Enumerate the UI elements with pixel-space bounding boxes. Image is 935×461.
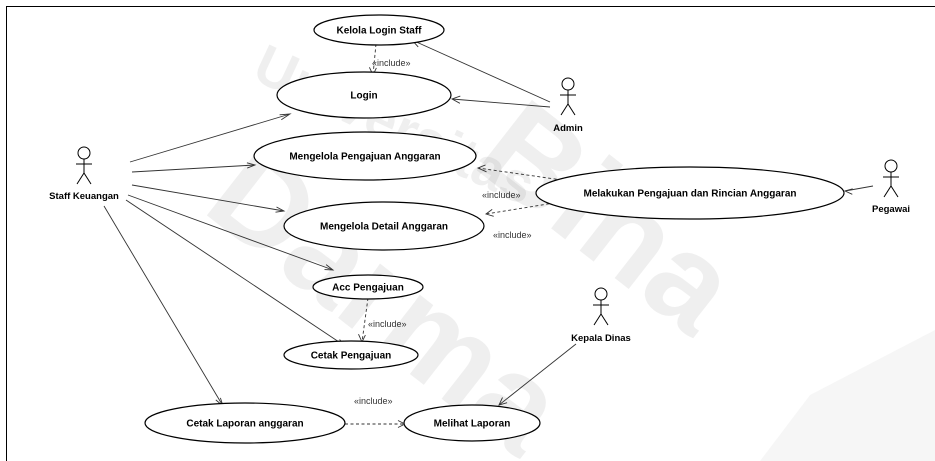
arrowhead-melihat-laporan (498, 397, 508, 406)
use-case-ellipse (313, 14, 445, 46)
assoc-kepala-melihat-laporan (498, 343, 577, 406)
actor-label: Pegawai (872, 204, 910, 215)
assoc-pegawai-pengajuan (844, 185, 874, 192)
use-case-ellipse (312, 274, 424, 300)
assoc-staff-cetak-pengajuan (125, 199, 346, 347)
actor-label: Staff Keuangan (49, 191, 119, 202)
assoc-staff-login (129, 113, 291, 163)
use-case-cetak-laporan-anggaran[interactable]: Cetak Laporan anggaran (144, 402, 346, 444)
actor-pegawai[interactable]: Pegawai (872, 159, 910, 215)
assoc-staff-mengelola-pengajuan (131, 164, 256, 173)
include-arrow-pengajuan (476, 164, 487, 173)
use-case-kelola-login-staff[interactable]: Kelola Login Staff (313, 14, 445, 46)
include-label-login: «include» (372, 58, 411, 68)
use-case-label: Cetak Laporan anggaran (186, 419, 303, 430)
actor-staff-keuangan[interactable]: Staff Keuangan (49, 146, 119, 202)
diagram-frame (6, 6, 935, 461)
arrowhead-mengelola-pengajuan (246, 162, 257, 169)
arrowhead-pegawai (843, 188, 853, 195)
include-label-detail: «include» (493, 230, 532, 240)
use-case-melakukan-pengajuan[interactable]: Melakukan Pengajuan dan Rincian Anggaran (535, 166, 845, 220)
arrowhead-mengelola-detail (275, 206, 286, 213)
stick-figure-icon (593, 287, 609, 326)
include-label-cetak: «include» (368, 319, 407, 329)
include-label-pengajuan: «include» (482, 190, 521, 200)
use-case-ellipse (144, 402, 346, 444)
use-case-ellipse (276, 71, 452, 119)
watermark-corner-shape (760, 330, 935, 461)
use-case-label: Mengelola Pengajuan Anggaran (289, 152, 440, 163)
use-case-label: Kelola Login Staff (337, 26, 423, 37)
arrowhead-admin-login (450, 95, 461, 104)
use-case-ellipse (283, 340, 419, 370)
use-case-cetak-pengajuan[interactable]: Cetak Pengajuan (283, 340, 419, 370)
assoc-staff-cetak-laporan (103, 205, 224, 407)
actor-label: Kepala Dinas (571, 333, 631, 344)
use-case-melihat-laporan[interactable]: Melihat Laporan (403, 404, 541, 442)
include-arrow-detail (485, 209, 494, 217)
use-case-ellipse (253, 131, 477, 181)
assoc-staff-mengelola-detail (131, 184, 285, 212)
use-case-label: Melakukan Pengajuan dan Rincian Anggaran (583, 189, 796, 200)
use-case-mengelola-pengajuan-anggaran[interactable]: Mengelola Pengajuan Anggaran (253, 131, 477, 181)
actors: Staff Keuangan Admin Pegawai (49, 77, 910, 344)
use-case-mengelola-detail-anggaran[interactable]: Mengelola Detail Anggaran (283, 201, 485, 251)
use-case-label: Login (350, 91, 377, 102)
include-line-cetak (361, 297, 369, 343)
arrowhead-login (279, 113, 292, 121)
use-case-acc-pengajuan[interactable]: Acc Pengajuan (312, 274, 424, 300)
actor-kepala-dinas[interactable]: Kepala Dinas (571, 287, 631, 344)
assoc-admin-kelola-login (411, 39, 551, 103)
use-cases: Kelola Login Staff Login Mengelola Penga… (144, 14, 845, 444)
use-case-label: Melihat Laporan (434, 419, 511, 430)
stick-figure-icon (883, 159, 899, 198)
use-case-ellipse (283, 201, 485, 251)
use-case-label: Acc Pengajuan (332, 283, 404, 294)
arrowhead-acc-pengajuan (324, 264, 335, 271)
stick-figure-icon (560, 77, 576, 116)
use-case-login[interactable]: Login (276, 71, 452, 119)
include-dependencies: «include» «include» «include» «include» … (345, 43, 563, 428)
actor-label: Admin (553, 123, 583, 134)
include-line-detail (485, 201, 561, 215)
associations (103, 39, 874, 407)
stick-figure-icon (76, 146, 92, 185)
use-case-label: Mengelola Detail Anggaran (320, 222, 448, 233)
assoc-staff-acc-pengajuan (127, 194, 334, 271)
actor-admin[interactable]: Admin (553, 77, 583, 134)
use-case-label: Cetak Pengajuan (311, 351, 392, 362)
assoc-admin-login (451, 98, 551, 108)
include-label-laporan: «include» (354, 396, 393, 406)
use-case-ellipse (535, 166, 845, 220)
use-case-ellipse (403, 404, 541, 442)
